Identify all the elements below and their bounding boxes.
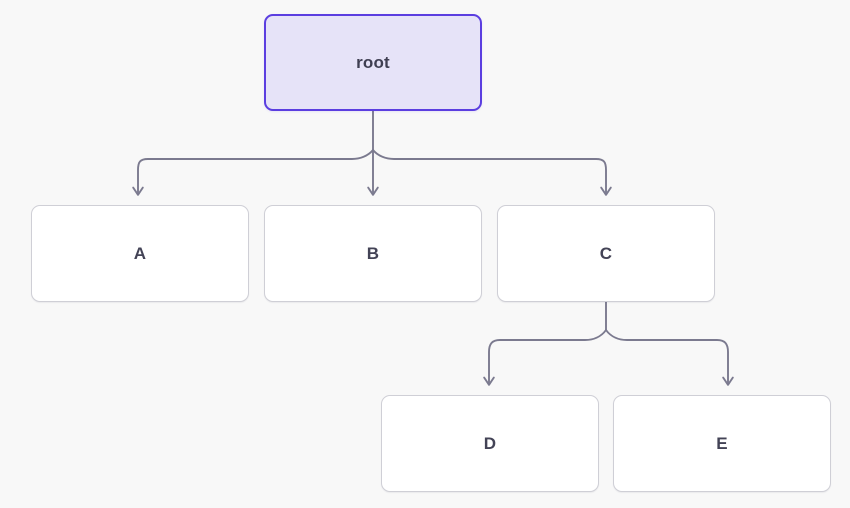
node-c-label: C bbox=[599, 244, 613, 263]
node-c[interactable]: C bbox=[497, 205, 715, 302]
edge-C-D bbox=[488, 329, 607, 383]
arrowhead-C-D bbox=[483, 376, 495, 386]
node-a[interactable]: A bbox=[31, 205, 249, 302]
node-b[interactable]: B bbox=[264, 205, 482, 302]
edge-root-C bbox=[372, 149, 607, 193]
arrowhead-root-B bbox=[367, 186, 379, 196]
edge-C-E bbox=[605, 329, 729, 383]
arrowhead-root-C bbox=[600, 186, 612, 196]
node-d[interactable]: D bbox=[381, 395, 599, 492]
arrowhead-C-E bbox=[722, 376, 734, 386]
node-root-label: root bbox=[356, 53, 390, 72]
edge-root-A bbox=[137, 149, 374, 193]
node-d-label: D bbox=[483, 434, 497, 453]
node-b-label: B bbox=[366, 244, 380, 263]
node-root[interactable]: root bbox=[264, 14, 482, 111]
node-e-label: E bbox=[716, 434, 728, 453]
node-e[interactable]: E bbox=[613, 395, 831, 492]
node-a-label: A bbox=[133, 244, 147, 263]
arrowhead-root-A bbox=[132, 186, 144, 196]
